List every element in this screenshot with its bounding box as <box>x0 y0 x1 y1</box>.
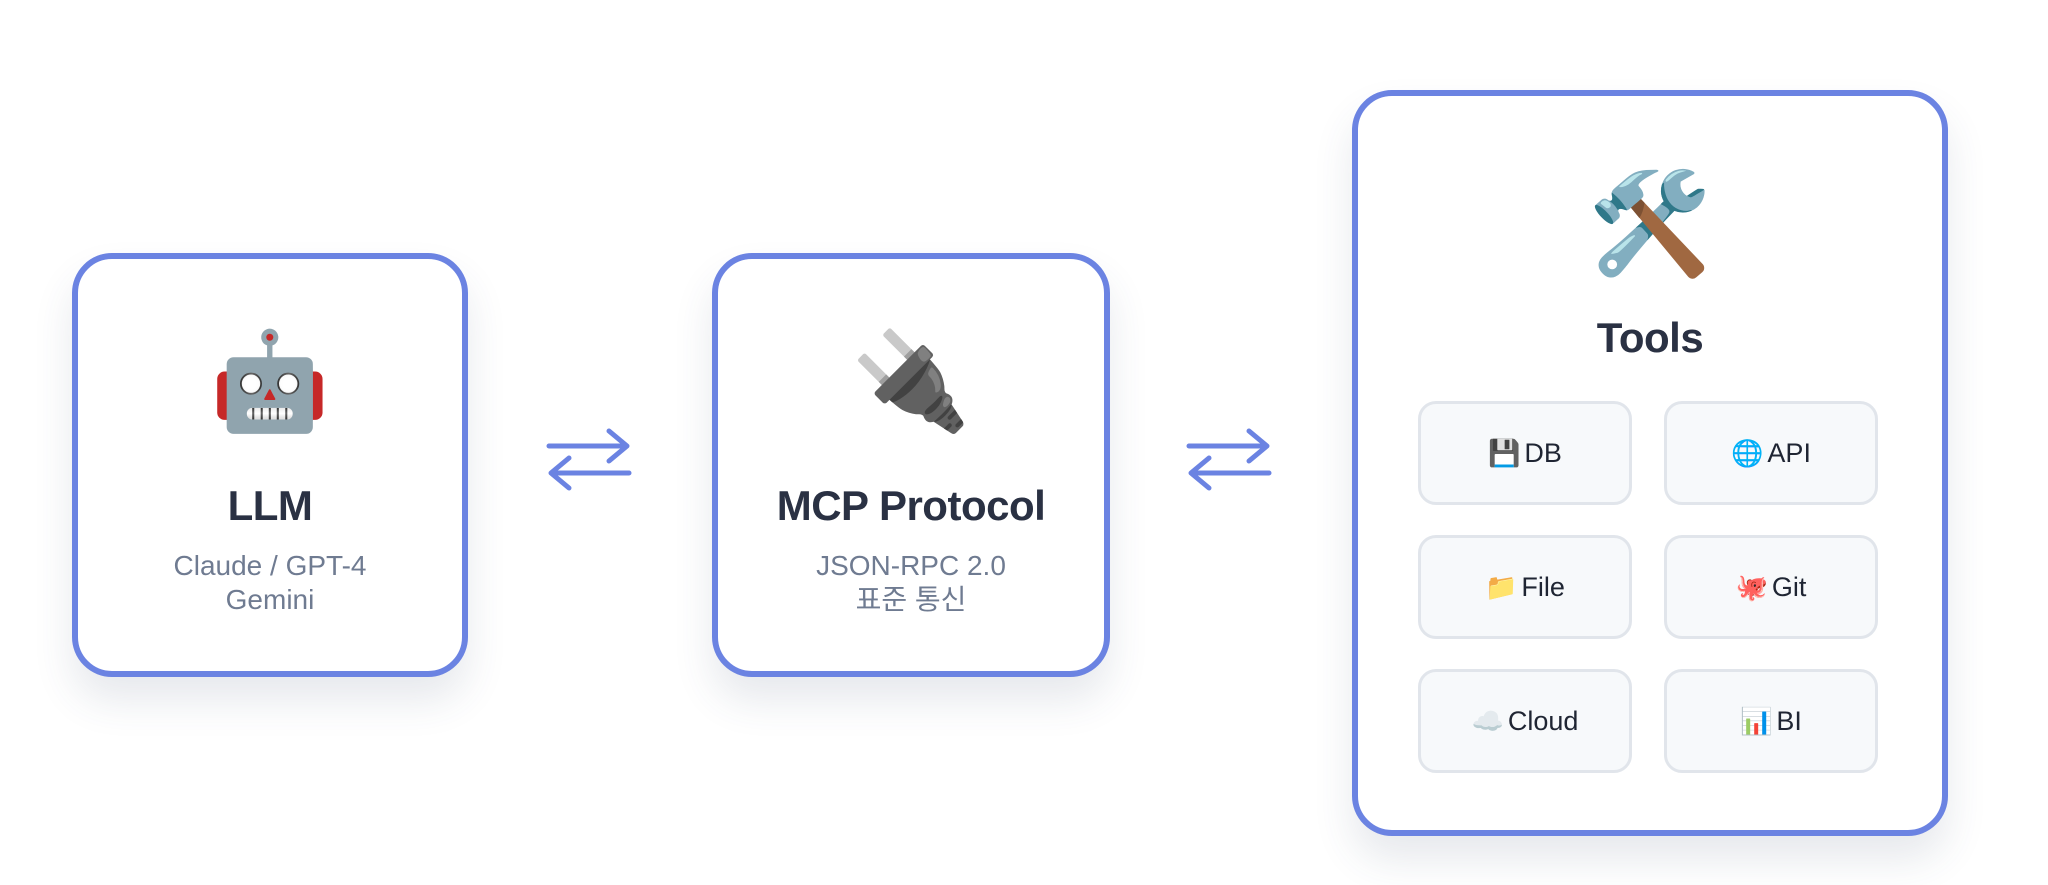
tool-api[interactable]: 🌐 API <box>1664 401 1878 505</box>
tool-label: Git <box>1771 571 1807 602</box>
bidirectional-arrow-icon <box>546 428 632 491</box>
tool-file[interactable]: 📁 File <box>1418 535 1632 639</box>
tool-label: File <box>1521 571 1565 602</box>
mcp-protocol-card: 🔌 MCP Protocol JSON-RPC 2.0 표준 통신 <box>712 253 1110 677</box>
folder-icon: 📁 <box>1485 572 1518 602</box>
tool-git[interactable]: 🐙 Git <box>1664 535 1878 639</box>
tool-label: API <box>1767 437 1811 468</box>
tool-label: BI <box>1776 705 1802 736</box>
tool-bi[interactable]: 📊 BI <box>1664 669 1878 773</box>
tool-cloud[interactable]: ☁️ Cloud <box>1418 669 1632 773</box>
tools-title: Tools <box>1596 314 1704 361</box>
mcp-subtitle-line1: JSON-RPC 2.0 <box>816 550 1006 581</box>
mcp-title: MCP Protocol <box>776 482 1046 529</box>
tool-label: Cloud <box>1507 705 1579 736</box>
floppy-disk-icon: 💾 <box>1488 438 1521 468</box>
tool-label: DB <box>1524 437 1562 468</box>
llm-subtitle-line2: Gemini <box>225 584 315 615</box>
bar-chart-icon: 📊 <box>1740 706 1773 736</box>
llm-subtitle-line1: Claude / GPT-4 <box>173 550 367 581</box>
bidirectional-arrow-icon <box>1186 428 1272 491</box>
mcp-subtitle-line2: 표준 통신 <box>855 584 967 615</box>
hammer-wrench-icon: 🛠️ <box>1587 168 1713 280</box>
tools-card: 🛠️ Tools 💾 DB 🌐 API 📁 File 🐙 Git ☁️ Clou… <box>1352 90 1948 836</box>
llm-card: 🤖 LLM Claude / GPT-4 Gemini <box>72 253 468 677</box>
octopus-icon: 🐙 <box>1735 572 1768 602</box>
tool-db[interactable]: 💾 DB <box>1418 401 1632 505</box>
robot-icon: 🤖 <box>210 328 330 435</box>
tool-grid: 💾 DB 🌐 API 📁 File 🐙 Git ☁️ Cloud 📊 BI <box>1418 401 1882 773</box>
llm-title: LLM <box>227 482 313 529</box>
cloud-icon: ☁️ <box>1471 706 1504 736</box>
globe-icon: 🌐 <box>1731 438 1764 468</box>
plug-icon: 🔌 <box>851 328 971 435</box>
